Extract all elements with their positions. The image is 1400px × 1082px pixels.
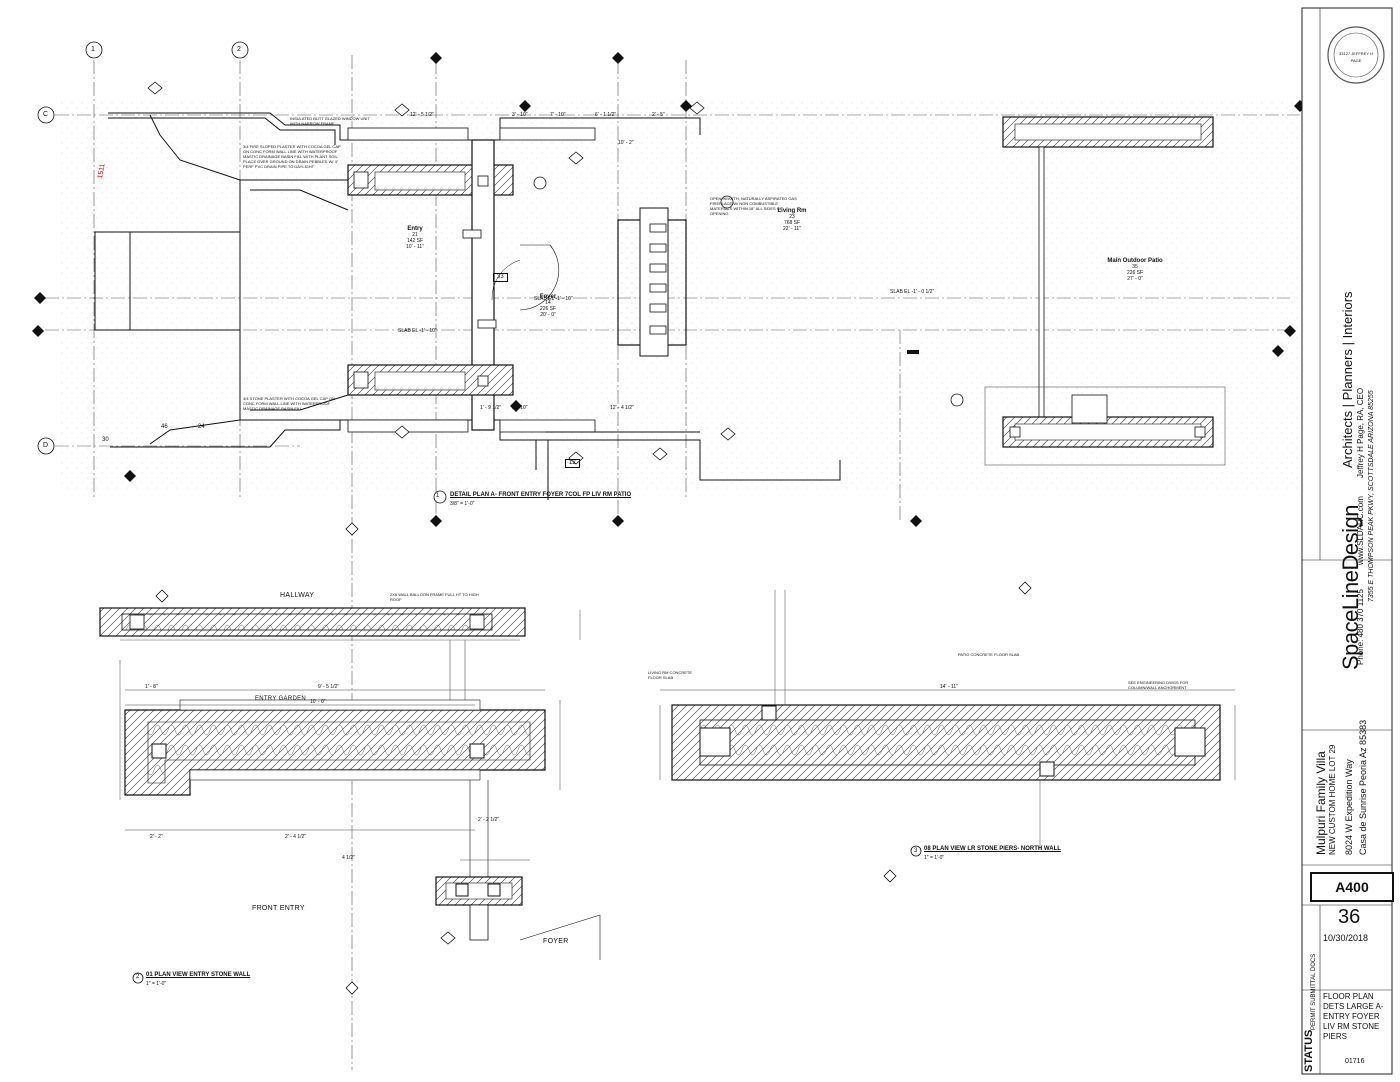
detail-1-scale: 3/8" = 1'-0" [450,501,475,507]
tag-30: 30 [102,437,109,443]
grid-bubbles [37,41,249,455]
detail-3-title: 08 PLAN VIEW LR STONE PIERS- NORTH WALL [924,846,1061,852]
stone-pier-left-top [347,139,514,431]
drawing-title: FLOOR PLAN DETS LARGE A- ENTRY FOYER LIV… [1323,992,1384,1041]
room-patio-name: Main Outdoor Patio [1107,258,1163,264]
note-fireplace: OPEN HEARTH, NATURALLY ASPIRATED GAS FIR… [710,196,797,216]
slab-el-2: SLAB EL -1' - 10" [534,296,573,302]
project-subtitle: NEW CUSTOM HOME LOT 29 [1328,744,1337,855]
dim-d5: 2' - 5" [652,112,665,118]
note-balloon-frame: 2X6 WALL BALLOON FRAME FULL HT TO HIGH R… [390,592,479,602]
room-entry-dim: 10' - 11" [406,244,424,250]
room-living-num: 23 [789,214,795,220]
status-value: PERMIT SUBMITTAL DOCS [1311,953,1317,1030]
note-engineering: SEE ENGINEERING DWGS FOR COLUMN/WALL ANC… [1128,680,1189,690]
dim-d4: 6' - 1 1/2" [595,112,617,118]
label-front-entry: FRONT ENTRY [252,905,305,912]
dim-d6: 10' - 2" [618,140,634,146]
room-entry-num: 21 [412,232,418,238]
room-patio-dim: 27' - 0" [1127,276,1143,282]
room-foyer: Foyer 14 226 SF 20' - 0" [528,294,568,318]
tag-12: 12 [565,459,580,468]
detail-1-title: DETAIL PLAN A- FRONT ENTRY FOYER 7COL FP… [450,492,632,498]
project-address-1: 8024 W Expedition Way [1344,759,1354,855]
job-number: 01716 [1345,1058,1365,1065]
note-planter-top: 3/4 FIRE SLOPED PLASTER WITH COCOA GEL C… [243,144,341,169]
room-patio-num: 35 [1132,264,1138,270]
room-living-name: Living Rm [777,208,807,214]
sheet-date: 10/30/2018 [1323,933,1369,943]
dim-d11: 9' - 5 1/2" [318,684,340,690]
detail-3-num: 3 [914,848,918,854]
grid-label-1: 1 [91,46,95,53]
dim-d7: 12' - 4 1/2" [610,405,634,411]
patio-pier-bottom [984,386,1226,466]
room-living: Living Rm 23 768 SF 22' - 11" [772,208,812,232]
project-name: Mulpuri Family Villa [1314,751,1328,855]
room-entry-area: 142 SF [406,238,424,244]
firm-phone: Phone: 480 370 1125 [1356,589,1365,665]
grid-label-d: D [43,442,49,449]
slab-el-1: SLAB EL -1' - 10" [398,328,437,334]
dim-d2: 3' - 10" [512,112,528,118]
dim-d15: 2' - 2 1/2" [478,817,500,823]
grid-label-2: 2 [237,46,241,53]
dim-d13: 2' - 2" [150,834,163,840]
dim-d8: 3' - 10" [512,405,528,411]
dim-d1: 12' - 5 1/2" [410,112,434,118]
note-lr-slab: LIVING RM CONCRETE FLOOR SLAB [648,670,693,680]
slab-marker [907,350,919,354]
detail-2-num: 2 [136,974,140,980]
architect-seal [1327,26,1385,84]
sheet-count: 36 [1338,906,1361,928]
sheet-number: A400 [1310,872,1394,902]
tag-33: 33 [493,273,508,282]
firm-address: 7355 E THOMPSON PEAK PKWY, SCOTTSDALE AR… [1368,390,1375,602]
room-living-dim: 22' - 11" [783,226,801,232]
firm-principal: Jeffrey H Page, RA, CEO [1356,387,1365,478]
note-window: INSULATED BUTT GLAZED WINDOW UNIT WITH N… [290,116,370,126]
firm-website: www.SLDARC.com [1356,496,1365,565]
firm-subtitle: Architects | Planners | Interiors [1340,291,1355,468]
status-label: STATUS [1303,1029,1315,1072]
label-hallway: HALLWAY [280,592,315,599]
room-foyer-name: Foyer [539,294,557,300]
detail-1-num: 1 [436,493,440,499]
room-entry: Entry 21 142 SF 10' - 11" [395,226,435,250]
dim-d3: 7' - 10" [550,112,566,118]
detail-1-plan [32,41,1306,1070]
stone-pier-left-bottom [347,364,514,396]
label-foyer: FOYER [543,938,569,945]
dim-d10: 1' - 8" [145,684,158,690]
room-patio-area: 226 SF [1126,270,1144,276]
label-entry-garden: ENTRY GARDEN [255,696,307,702]
detail-3-plan [659,581,1236,883]
grid-label-c: C [43,111,49,118]
note-patio-slab: PATIO CONCRETE FLOOR SLAB [958,652,1020,657]
tag-46: 46 [161,424,168,430]
detail-2-scale: 1" = 1'-0" [146,981,167,987]
room-foyer-area: 226 SF [539,306,557,312]
dim-d17: 14' - 11" [940,684,958,690]
dim-d16: 4 1/2" [342,855,355,861]
slab-el-3: SLAB EL -1' - 0 1/2" [890,289,935,295]
seal-text: 33127 JEFFREY H PAGE [1339,51,1373,63]
room-foyer-dim: 20' - 0" [540,312,556,318]
dim-d12: 10' - 0" [310,699,326,705]
note-planter-bottom: 3/4 STONE PLASTER WITH COCOA GEL CAP ON … [243,396,335,411]
detail-2-plan [99,522,601,995]
room-living-area: 768 SF [783,220,801,226]
room-patio: Main Outdoor Patio 35 226 SF 27' - 0" [1100,258,1170,282]
tag-24: 24 [198,424,205,430]
room-foyer-num: 14 [545,300,551,306]
detail-3-scale: 1" = 1'-0" [924,855,945,861]
dim-d9: 1' - 9 1/2" [480,405,502,411]
project-address-2: Casa de Sunrise Peoria Az 85383 [1358,719,1368,855]
fireplace [617,207,687,357]
detail-2-title: 01 PLAN VIEW ENTRY STONE WALL [146,972,251,978]
room-entry-name: Entry [407,226,423,232]
dim-d14: 2' - 4 1/2" [285,834,307,840]
patio-pier-top [1002,116,1214,418]
